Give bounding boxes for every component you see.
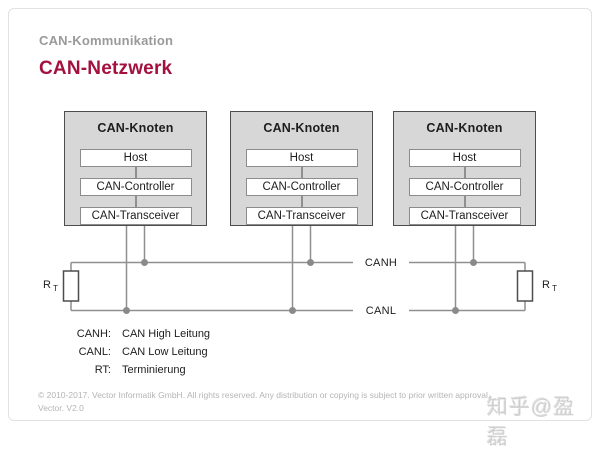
node-title: CAN-Knoten xyxy=(263,121,340,135)
junction-dots xyxy=(123,259,477,314)
terminator-stubs xyxy=(70,262,526,311)
legend-row-rt: RT: Terminierung xyxy=(63,361,210,379)
rt-symbol: R xyxy=(542,279,550,291)
terminator-resistor-right xyxy=(516,270,534,302)
footer-copyright: © 2010-2017. Vector Informatik GmbH. All… xyxy=(38,390,491,400)
can-controller-box: CAN-Controller xyxy=(245,178,358,196)
terminator-resistor-left xyxy=(62,270,80,302)
can-controller-box: CAN-Controller xyxy=(79,178,192,196)
rt-label-left: R T xyxy=(43,279,58,295)
slide-card: CAN-Kommunikation CAN-Netzwerk xyxy=(8,8,592,449)
can-transceiver-box: CAN-Transceiver xyxy=(408,207,521,225)
legend: CANH: CAN High Leitung CANL: CAN Low Lei… xyxy=(63,325,210,379)
footer: © 2010-2017. Vector Informatik GmbH. All… xyxy=(38,389,490,415)
can-node-2: CAN-Knoten Host CAN-Controller CAN-Trans… xyxy=(230,111,373,226)
legend-definition: CAN High Leitung xyxy=(122,328,211,340)
rt-subscript: T xyxy=(552,284,558,294)
bus-wiring-layer xyxy=(62,225,534,314)
host-box: Host xyxy=(79,149,192,167)
host-box: Host xyxy=(408,149,521,167)
legend-definition: Terminierung xyxy=(122,364,186,376)
layer-connector-line xyxy=(463,196,466,207)
rt-subscript: T xyxy=(53,284,59,294)
node-bus-taps xyxy=(125,225,475,311)
canl-label: CANL xyxy=(365,304,397,317)
rt-label-right: R T xyxy=(542,279,557,295)
layer-connector-line xyxy=(463,167,466,178)
legend-term: CANH: xyxy=(76,328,111,340)
legend-row-canh: CANH: CAN High Leitung xyxy=(63,325,210,343)
node-title: CAN-Knoten xyxy=(426,121,503,135)
page-title: CAN-Netzwerk xyxy=(39,58,173,79)
layer-connector-line xyxy=(300,196,303,207)
legend-term: CANL: xyxy=(78,346,111,358)
footer-version: Vector. V2.0 xyxy=(38,403,84,413)
host-box: Host xyxy=(245,149,358,167)
legend-term: RT: xyxy=(94,364,111,376)
rt-symbol: R xyxy=(43,279,51,291)
node-title: CAN-Knoten xyxy=(97,121,174,135)
can-node-1: CAN-Knoten Host CAN-Controller CAN-Trans… xyxy=(64,111,207,226)
breadcrumb: CAN-Kommunikation xyxy=(39,33,174,48)
can-transceiver-box: CAN-Transceiver xyxy=(245,207,358,225)
can-controller-box: CAN-Controller xyxy=(408,178,521,196)
layer-connector-line xyxy=(134,167,137,178)
legend-row-canl: CANL: CAN Low Leitung xyxy=(63,343,210,361)
legend-definition: CAN Low Leitung xyxy=(122,346,208,358)
canh-label: CANH xyxy=(364,256,398,269)
can-node-3: CAN-Knoten Host CAN-Controller CAN-Trans… xyxy=(393,111,536,226)
layer-connector-line xyxy=(134,196,137,207)
can-transceiver-box: CAN-Transceiver xyxy=(79,207,192,225)
layer-connector-line xyxy=(300,167,303,178)
watermark: 知乎@盈磊 xyxy=(487,396,576,449)
